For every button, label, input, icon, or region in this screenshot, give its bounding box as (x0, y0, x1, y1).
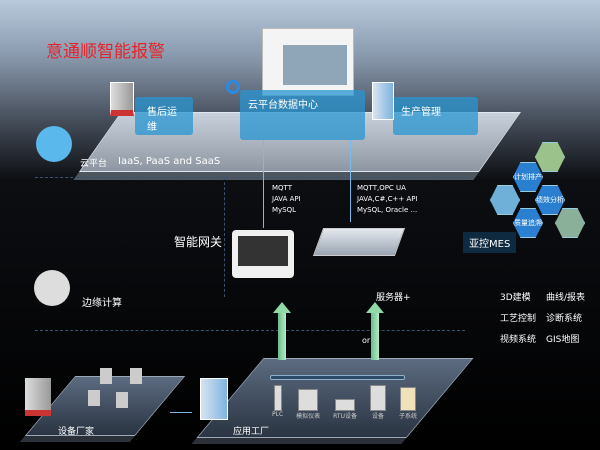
dashboard-screenshot (262, 28, 354, 96)
device-plc: PLC (272, 385, 283, 420)
server-icon (312, 228, 406, 256)
factory-building-icon (200, 378, 228, 420)
divider-v (224, 177, 225, 297)
mes-hex-performance: 绩效分析 (535, 185, 565, 215)
feature: 曲线/报表 (546, 293, 586, 303)
production-box: 生产管理 (393, 97, 478, 135)
hex-label: 绩效分析 (536, 195, 564, 204)
divider (35, 177, 465, 178)
mes-hex-image (555, 208, 585, 238)
field-bus (270, 375, 405, 380)
feature: 3D建模 (500, 293, 531, 303)
device-equipment: 设备 (369, 385, 386, 420)
arrow-up (350, 140, 351, 222)
hex-label: 质量追溯 (514, 218, 542, 227)
arrow-down (263, 140, 264, 228)
production-label: 生产管理 (401, 107, 441, 118)
data-center-label: 云平台数据中心 (248, 100, 318, 111)
protocol: MQTT (272, 184, 292, 192)
feature: GIS地图 (546, 335, 580, 345)
factory-building-icon (110, 82, 134, 116)
mes-label: 亚控MES (463, 232, 517, 253)
or-label: or (362, 336, 371, 345)
device-label: PLC (272, 411, 284, 418)
machine-icon (116, 392, 128, 408)
office-building-icon (372, 82, 394, 120)
mes-hex-image (490, 185, 520, 215)
machine-icon (130, 368, 142, 384)
gateway-device-icon (232, 230, 294, 278)
feature-list: 3D建模 曲线/报表 工艺控制诊断系统 视频系统 GIS地图 (500, 290, 600, 345)
device-list: PLC 模拟仪表 RTU设备 设备 子系统 (272, 385, 417, 420)
services-label: IaaS, PaaS and SaaS (118, 156, 221, 167)
after-sales-label: 售后运维 (147, 107, 177, 133)
device-label: 子系统 (398, 413, 417, 420)
vendor-label: 设备厂家 (58, 427, 95, 437)
device-label: 设备 (371, 413, 384, 420)
protocol: MQTT,OPC UA (357, 184, 406, 192)
protocol: JAVA API (272, 195, 301, 203)
device-subsystem: 子系统 (399, 385, 417, 420)
hex-label: 计划排产 (514, 172, 542, 181)
device-rtu: RTU设备 (333, 385, 357, 420)
device-label: 模拟仪表 (296, 413, 321, 420)
gateway-label: 智能网关 (174, 235, 223, 249)
cloud-label: 云平台 (80, 159, 108, 169)
feature: 视频系统 (500, 335, 537, 345)
machine-icon (100, 368, 112, 384)
ie-icon (226, 80, 240, 94)
cloud-icon (36, 126, 72, 162)
edge-label: 边缘计算 (82, 298, 122, 309)
protocol: MySQL, Oracle ... (357, 206, 418, 214)
server-label: 服务器+ (376, 293, 411, 303)
after-sales-box: 售后运维 (135, 97, 193, 135)
protocols-left: MQTT JAVA API MySQL (272, 183, 301, 216)
diagram-title: 意通顺智能报警 (46, 42, 165, 62)
uplink-arrow (366, 302, 384, 360)
arrow-right (170, 412, 192, 413)
feature: 诊断系统 (546, 314, 583, 324)
protocol: MySQL (272, 206, 297, 214)
factory-label: 应用工厂 (233, 427, 270, 437)
mes-hex-quality: 质量追溯 (513, 208, 543, 238)
feature: 工艺控制 (500, 314, 537, 324)
mes-hex-image (535, 142, 565, 172)
divider (35, 330, 465, 331)
protocols-right: MQTT,OPC UA JAVA,C#,C++ API MySQL, Oracle … (357, 183, 418, 216)
data-center-box: 云平台数据中心 (240, 90, 365, 140)
uplink-arrow (273, 302, 291, 360)
machine-icon (88, 390, 100, 406)
vendor-factory-icon (25, 378, 51, 416)
edge-cloud-icon (34, 270, 70, 306)
device-analog-meter: 模拟仪表 (296, 385, 320, 420)
device-label: RTU设备 (333, 413, 357, 420)
protocol: JAVA,C#,C++ API (357, 195, 418, 203)
mes-hex-plan: 计划排产 (513, 162, 543, 192)
